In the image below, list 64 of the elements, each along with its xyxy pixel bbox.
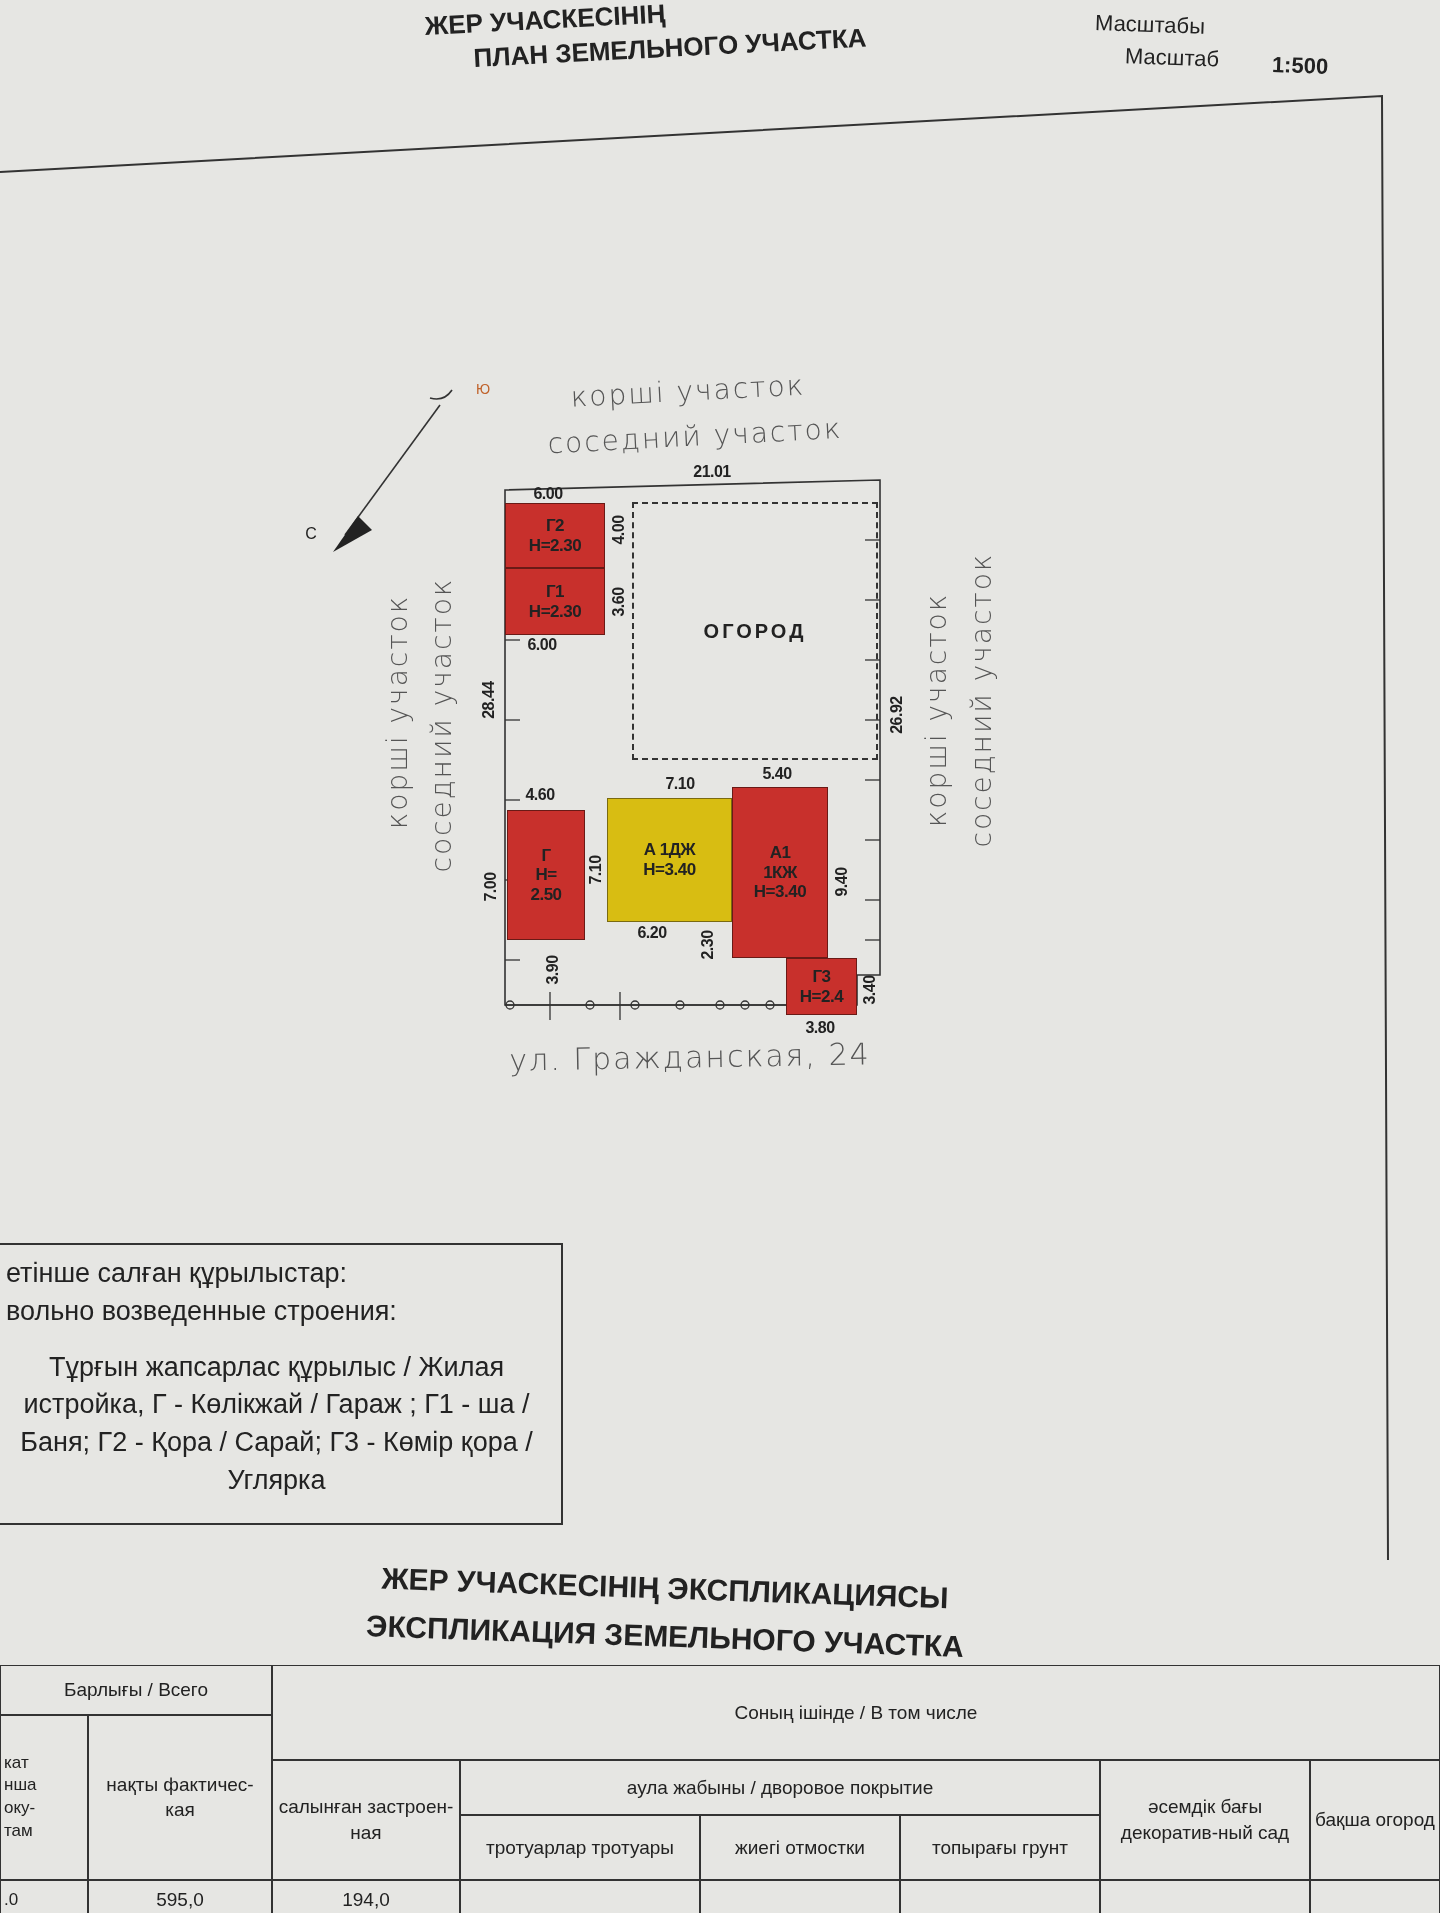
dimension-label: 3.40 — [861, 975, 879, 1005]
table-cell-text: 194,0 — [341, 1888, 391, 1913]
neighbor-label: соседний участок — [426, 577, 458, 873]
dimension-label: 3.60 — [610, 587, 628, 617]
building-label: Г2 H=2.30 — [528, 515, 582, 556]
table-cell-text: Барлығы / Всего — [63, 1678, 209, 1703]
house-block — [607, 798, 732, 922]
notes-heading: вольно возведенные строения: — [6, 1294, 397, 1328]
neighbor-label: соседний участок — [966, 552, 998, 848]
table-cell-text: топырағы грунт — [931, 1835, 1069, 1860]
heading: ЖЕР УЧАСКЕСІНІҢ — [424, 0, 666, 41]
building-block — [505, 568, 605, 635]
building-label: А 1ДЖ H=3.40 — [643, 840, 696, 880]
table-cell-text: әсемдік бағы декоратив-ный сад — [1119, 1795, 1291, 1845]
dimension-label: 4.60 — [525, 786, 555, 804]
garden-area — [632, 502, 878, 760]
notes-text: Тұрғын жапсарлас құрылыс / Жилая истройка, Г - Көлікжай / Гараж ; Г1 - ша / Баня; Г2 - Қора / Сарай; Г3 - Көмір қора / Углярка — [19, 1350, 534, 1497]
dimension-label: 26.92 — [888, 696, 906, 734]
dimension-label: 3.90 — [544, 955, 562, 985]
street-address: ул. Гражданская, 24 — [509, 1037, 871, 1077]
dimension-label: 7.00 — [482, 872, 500, 902]
building-label: А1 1КЖ H=3.40 — [753, 843, 807, 902]
dimension-label: 2.30 — [699, 930, 717, 960]
scale-label: Масштабы — [1094, 11, 1206, 39]
dimension-label: 9.40 — [833, 867, 851, 897]
building-label: Г3 H=2.4 — [799, 966, 844, 1007]
table-cell-text: жиегі отмостки — [734, 1835, 866, 1860]
building-block — [732, 787, 828, 958]
dimension-label: 28.44 — [480, 681, 498, 719]
scale-value: 1:500 — [1271, 52, 1329, 80]
table-cell-text: .0 — [4, 1888, 19, 1911]
dimension-label: 6.00 — [527, 636, 557, 654]
dimension-label: 6.20 — [637, 924, 667, 942]
dimension-label: 5.40 — [762, 765, 792, 783]
compass-letter: Ю — [475, 382, 491, 398]
table-cell-text: тротуарлар тротуары — [485, 1835, 675, 1860]
dimension-label: 4.00 — [610, 515, 628, 545]
table-cell-text: салынған застроен-ная — [277, 1795, 455, 1845]
section-heading: ЖЕР УЧАСКЕСІНІҢ ЭКСПЛИКАЦИЯСЫ — [380, 1561, 950, 1615]
building-block — [505, 503, 605, 568]
compass-letter: С — [305, 525, 317, 543]
dimension-label: 7.10 — [665, 775, 695, 793]
table-cell-text: аула жабыны / дворовое покрытие — [625, 1775, 935, 1800]
scale-label: Масштаб — [1124, 44, 1220, 72]
notes-heading: етінше салған құрылыстар: — [6, 1257, 348, 1290]
building-label: Г1 H=2.30 — [528, 581, 582, 622]
neighbor-label: корші участок — [921, 592, 953, 828]
dimension-label: 7.10 — [587, 855, 605, 885]
dimension-label: 21.01 — [693, 463, 731, 481]
building-label: Г H= 2.50 — [530, 845, 562, 905]
dimension-label: 3.80 — [805, 1019, 835, 1037]
neighbor-label: корші участок — [570, 370, 806, 414]
building-block — [507, 810, 585, 940]
neighbor-label: корші участок — [382, 594, 414, 830]
dimension-label: 6.00 — [533, 485, 563, 503]
table-cell-text: Соның ішінде / В том числе — [733, 1700, 979, 1725]
table-cell-text: бақша огород — [1314, 1808, 1436, 1833]
table-cell-text: 595,0 — [155, 1888, 205, 1913]
neighbor-label: соседний участок — [546, 413, 844, 461]
building-block — [786, 958, 857, 1015]
table-cell-text: нақты фактичес-кая — [105, 1772, 255, 1823]
table-cell-text: кат нша оку- там — [4, 1751, 37, 1843]
notes-box — [0, 1243, 563, 1525]
area-label: ОГОРОД — [703, 619, 807, 643]
